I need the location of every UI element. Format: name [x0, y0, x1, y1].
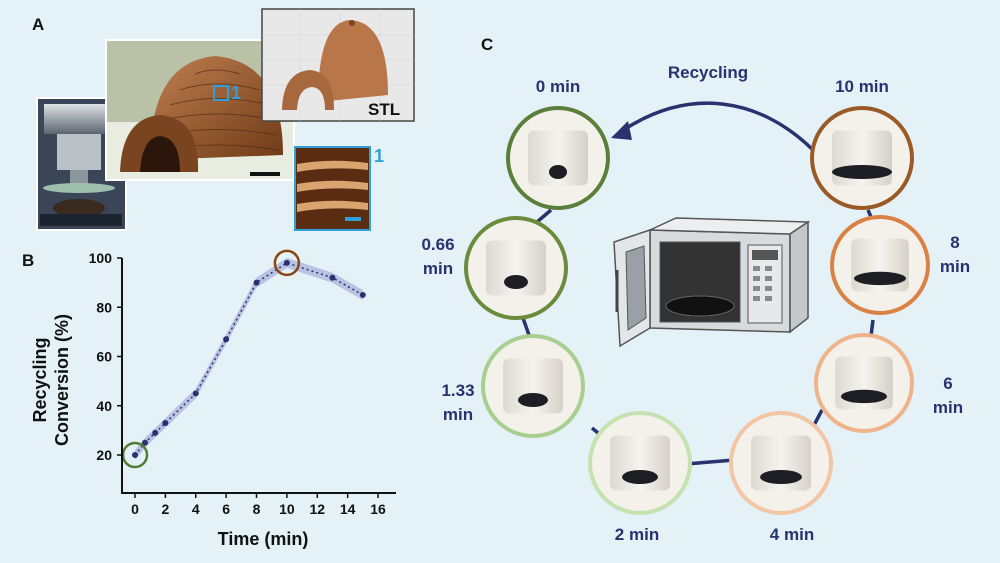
jar-ring	[810, 106, 914, 210]
highlight-circle	[273, 249, 301, 277]
jar-glass	[503, 358, 563, 414]
panel-a: 1 STL 1	[36, 8, 415, 231]
material-sample	[622, 470, 658, 484]
series-line	[134, 262, 364, 456]
jar-circles	[464, 106, 930, 515]
y-tick-label: 80	[96, 299, 112, 315]
jar-step-7	[810, 106, 914, 210]
material-sample	[840, 389, 888, 404]
inset-label: 1	[374, 146, 384, 166]
data-point	[329, 274, 336, 281]
x-tick-label: 8	[253, 501, 261, 517]
x-tick-label: 6	[222, 501, 230, 517]
jar-ring	[729, 411, 833, 515]
material-sample	[832, 165, 892, 179]
jar-glass	[528, 130, 588, 186]
step-label: 10 min	[835, 77, 889, 96]
stl-label: STL	[368, 100, 400, 119]
scale-bar	[250, 172, 280, 176]
inset-marker-label: 1	[231, 83, 241, 103]
chart-series	[134, 262, 364, 456]
x-axis-title: Time (min)	[218, 529, 309, 549]
x-tick-label: 2	[161, 501, 169, 517]
stl-render: STL	[261, 8, 415, 122]
y-tick-label: 100	[89, 250, 113, 266]
chart-axes	[121, 258, 396, 494]
jar-ring	[588, 411, 692, 515]
panel-c-letter: C	[481, 35, 493, 54]
data-point	[132, 452, 138, 458]
data-point	[283, 259, 290, 266]
y-tick-label: 20	[96, 447, 112, 463]
x-tick-label: 12	[309, 501, 325, 517]
jar-step-4	[729, 411, 833, 515]
chart-points	[132, 259, 366, 458]
y-axis-title-line2: Conversion (%)	[52, 314, 72, 446]
data-point	[192, 390, 199, 397]
material-sample	[549, 165, 567, 179]
y-axis-title-line1: Recycling	[30, 337, 50, 422]
y-axis-title: Recycling Conversion (%)	[30, 314, 72, 446]
material-sample	[518, 393, 548, 407]
x-tick-label: 0	[131, 501, 139, 517]
panel-b-letter: B	[22, 251, 34, 270]
recycling-arrow-head	[611, 121, 632, 140]
x-tick-label: 10	[279, 501, 295, 517]
x-tick-label: 4	[192, 501, 200, 517]
jar-step-5	[814, 333, 914, 433]
recycling-arrow	[621, 101, 815, 152]
y-tick-label: 60	[96, 349, 112, 365]
uncertainty-band	[135, 257, 363, 460]
microwave-illustration	[613, 217, 811, 348]
step-label: 0 min	[536, 77, 580, 96]
jar-step-1	[464, 216, 568, 320]
jar-glass	[486, 240, 546, 296]
material-sample	[760, 470, 802, 484]
data-point	[142, 439, 149, 446]
y-tick-label: 40	[96, 398, 112, 414]
step-label: 4 min	[770, 525, 814, 544]
chart-band	[135, 257, 363, 460]
jar-ring	[814, 333, 914, 433]
recycling-title: Recycling	[668, 63, 748, 82]
material-sample	[504, 275, 528, 289]
data-point	[162, 419, 169, 426]
jar-step-3	[588, 411, 692, 515]
data-point	[359, 291, 366, 298]
jar-ring	[464, 216, 568, 320]
data-point	[152, 429, 159, 436]
jar-step-0	[506, 106, 610, 210]
x-axis-ticks: 0 2 4 6 8 10 12 14 16	[131, 493, 386, 517]
data-point	[223, 336, 230, 343]
jar-ring	[830, 215, 930, 315]
x-tick-label: 14	[340, 501, 356, 517]
jar-ring	[506, 106, 610, 210]
jar-step-6	[830, 215, 930, 315]
panel-a-letter: A	[32, 15, 44, 34]
chart: 0 2 4 6 8 10 12 14 16 20 40 60 80 100 Time (min) Rec…	[30, 249, 396, 549]
data-point	[253, 279, 260, 286]
y-axis-ticks: 20 40 60 80 100	[89, 250, 122, 463]
jar-step-2	[481, 334, 585, 438]
jar-ring	[481, 334, 585, 438]
zoom-inset: 1	[294, 146, 384, 231]
printed-igloo-photo: 1	[105, 39, 295, 181]
material-sample	[854, 271, 906, 286]
x-tick-label: 16	[370, 501, 386, 517]
step-label: 2 min	[615, 525, 659, 544]
